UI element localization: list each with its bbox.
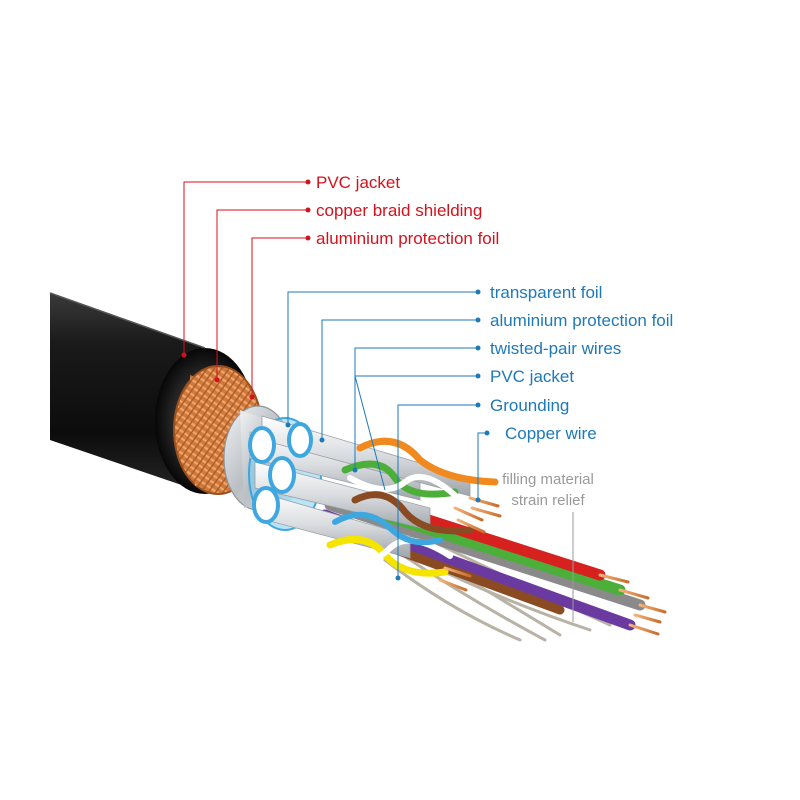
leader-dots-inner (285, 289, 490, 581)
label-copper-wire: Copper wire (505, 424, 597, 443)
label-aluminium-foil-outer: aluminium protection foil (316, 229, 499, 248)
label-copper-braid-shielding: copper braid shielding (316, 201, 482, 220)
label-filling-material: filling material (502, 471, 594, 488)
leader-dots-outer (181, 179, 311, 400)
leader-lines-outer (183, 181, 308, 397)
label-aluminium-foil-inner: aluminium protection foil (490, 311, 673, 330)
tube-end-faces (248, 422, 313, 524)
label-strain-relief: strain relief (511, 492, 585, 509)
label-twisted-pair-wires: twisted-pair wires (490, 339, 621, 358)
leader-lines-inner (287, 291, 487, 578)
copper-wire-tips (438, 496, 667, 636)
label-transparent-foil: transparent foil (490, 283, 602, 302)
label-pvc-jacket-outer: PVC jacket (316, 173, 400, 192)
label-grounding: Grounding (490, 396, 569, 415)
colored-twisted-pairs (326, 437, 499, 577)
label-pvc-jacket-inner: PVC jacket (490, 367, 574, 386)
